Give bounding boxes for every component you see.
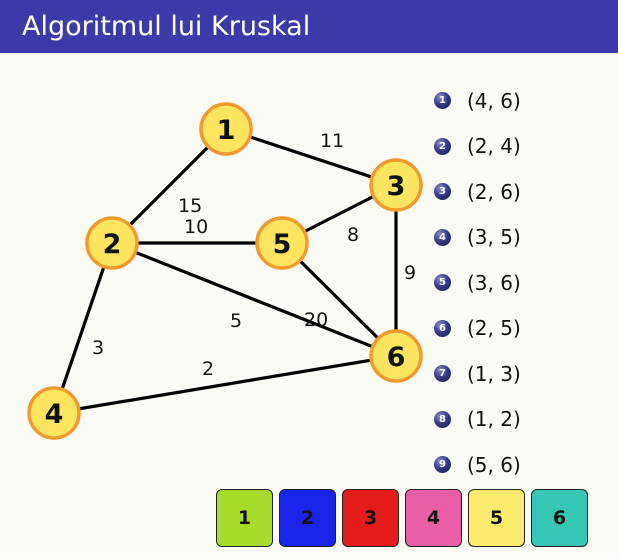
node-label: 5 (273, 229, 292, 260)
edge-pair: (4, 6) (467, 88, 521, 113)
item-number-ball: 2 (434, 137, 451, 155)
list-item: 8 (1, 2) (434, 397, 521, 443)
set-box: 2 (279, 489, 336, 547)
graph-node[interactable]: 6 (369, 329, 423, 383)
item-number-ball: 6 (434, 319, 451, 337)
item-number-ball: 3 (434, 183, 451, 201)
edge-weight: 5 (230, 310, 242, 332)
edge-pair: (1, 2) (467, 407, 521, 432)
graph-node[interactable]: 3 (369, 158, 423, 212)
list-item: 6 (2, 5) (434, 306, 521, 352)
edge-pair: (2, 6) (467, 179, 521, 204)
item-number-ball: 5 (434, 274, 451, 292)
set-box: 1 (216, 489, 273, 547)
graph-diagram: 11 15 10 8 9 5 20 3 2 1 2 3 4 5 6 (27, 102, 423, 440)
edge-4-6 (53, 354, 397, 415)
item-number-ball: 9 (434, 456, 451, 474)
node-label: 1 (217, 115, 236, 146)
edge-2-6 (111, 241, 397, 358)
list-item: 3 (2, 6) (434, 169, 521, 215)
item-number-ball: 4 (434, 228, 451, 246)
edge-1-2 (110, 127, 228, 245)
edge-pair: (3, 5) (467, 225, 521, 250)
edge-5-6 (280, 241, 398, 358)
graph-node[interactable]: 4 (27, 386, 81, 440)
edge-weight: 2 (202, 358, 214, 380)
edge-2-4 (52, 242, 114, 414)
set-label: 2 (300, 507, 315, 529)
edge-weight: 10 (184, 216, 208, 238)
edge-pair: (3, 6) (467, 270, 521, 295)
edge-pair: (1, 3) (467, 361, 521, 386)
graph-node[interactable]: 1 (199, 102, 253, 156)
slide-title-bar: Algoritmul lui Kruskal (0, 0, 618, 53)
component-sets: 1 2 3 4 5 6 (216, 489, 588, 547)
edge-pair: (2, 5) (467, 316, 521, 341)
edge-weight: 3 (92, 337, 104, 359)
set-box: 6 (531, 489, 588, 547)
node-label: 2 (103, 229, 122, 260)
edge-weight: 20 (304, 309, 328, 331)
slide-title: Algoritmul lui Kruskal (22, 11, 311, 42)
graph-node[interactable]: 5 (255, 216, 309, 270)
set-box: 4 (405, 489, 462, 547)
set-label: 6 (552, 507, 567, 529)
set-label: 3 (363, 507, 378, 529)
edge-weight: 9 (404, 262, 416, 284)
edge-weight: 8 (347, 224, 359, 246)
node-label: 3 (387, 171, 406, 202)
edge-pair: (5, 6) (467, 452, 521, 477)
item-number-ball: 8 (434, 410, 451, 428)
list-item: 1 (4, 6) (434, 78, 521, 124)
set-box: 5 (468, 489, 525, 547)
node-label: 4 (45, 399, 64, 430)
list-item: 7 (1, 3) (434, 351, 521, 397)
edge-weight: 11 (320, 130, 344, 152)
node-label: 6 (387, 342, 406, 373)
list-item: 2 (2, 4) (434, 124, 521, 170)
set-label: 1 (237, 507, 252, 529)
list-item: 4 (3, 5) (434, 215, 521, 261)
edge-pair: (2, 4) (467, 134, 521, 159)
set-box: 3 (342, 489, 399, 547)
list-item: 9 (5, 6) (434, 442, 521, 488)
item-number-ball: 7 (434, 365, 451, 383)
set-label: 4 (426, 507, 441, 529)
edge-1-3 (225, 127, 397, 187)
edge-weight: 15 (178, 195, 202, 217)
item-number-ball: 1 (434, 92, 451, 110)
sorted-edge-list: 1(4, 6) 2(2, 4) 3(2, 6) 4(3, 5) 5(3, 6) … (434, 78, 521, 488)
graph-node[interactable]: 2 (85, 216, 139, 270)
set-label: 5 (489, 507, 504, 529)
list-item: 5 (3, 6) (434, 260, 521, 306)
